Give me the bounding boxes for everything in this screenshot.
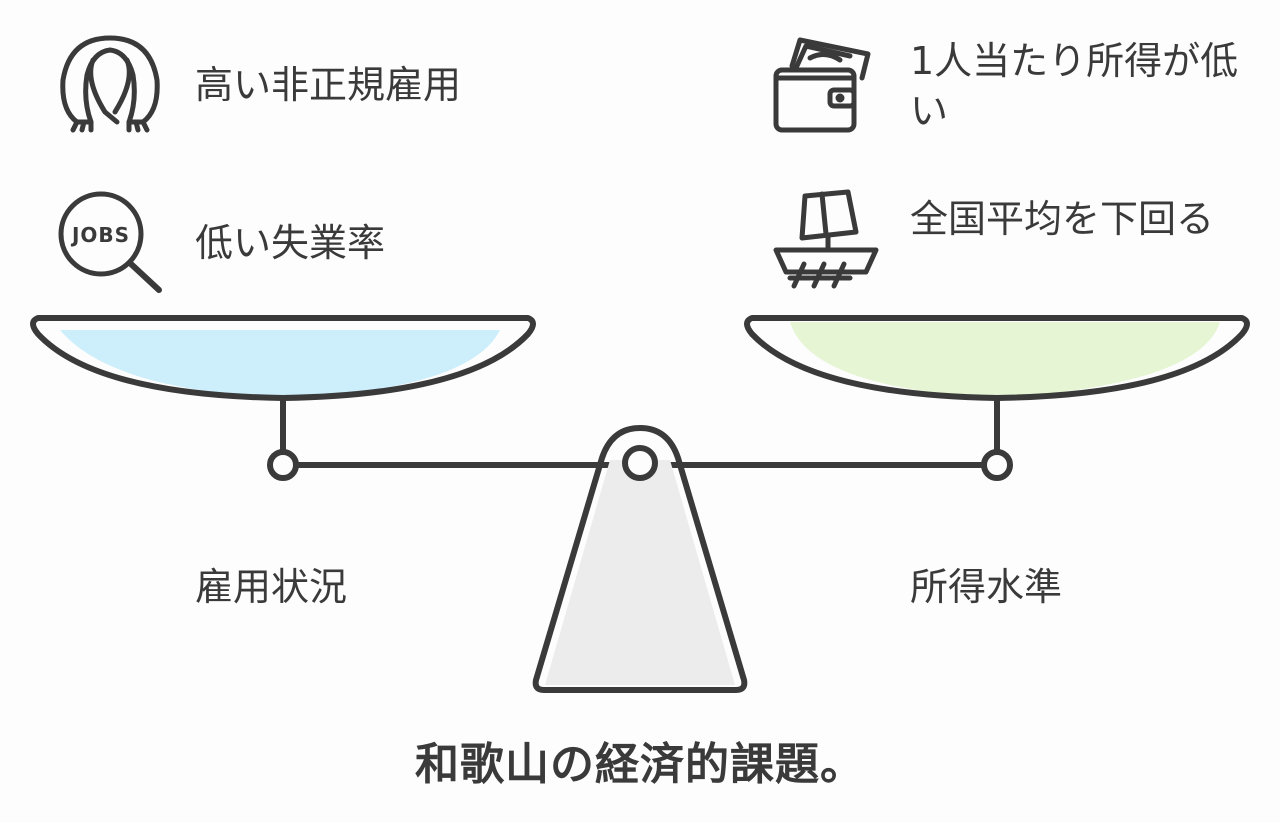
label-below-national-average: 全国平均を下回る xyxy=(910,197,1215,241)
diagram-title: 和歌山の経済的課題。 xyxy=(415,739,865,790)
fulcrum xyxy=(532,425,748,693)
category-income-level: 所得水準 xyxy=(910,565,1063,609)
scarf-icon xyxy=(60,35,160,133)
fulcrum-pivot xyxy=(622,445,658,481)
left-pan-outline xyxy=(30,315,536,401)
sinking-ship-icon xyxy=(773,189,879,289)
right-pivot xyxy=(981,449,1013,481)
jobs-magnifier-icon: JOBS xyxy=(58,191,162,293)
label-high-irregular-employment: 高い非正規雇用 xyxy=(195,63,462,107)
right-pan-outline xyxy=(744,315,1250,401)
left-pan-fill xyxy=(60,330,500,398)
left-pan xyxy=(30,315,536,401)
fulcrum-outline xyxy=(532,425,748,693)
right-pan xyxy=(744,315,1250,401)
label-low-income-per-capita: 1人当たり所得が低い xyxy=(910,39,1239,133)
fulcrum-fill xyxy=(545,460,735,685)
wallet-icon xyxy=(773,37,871,133)
label-low-unemployment: 低い失業率 xyxy=(195,221,386,265)
category-employment-status: 雇用状況 xyxy=(195,565,348,609)
right-pan-fill xyxy=(790,322,1220,398)
jobs-text: JOBS xyxy=(70,223,130,247)
left-pivot xyxy=(267,449,299,481)
